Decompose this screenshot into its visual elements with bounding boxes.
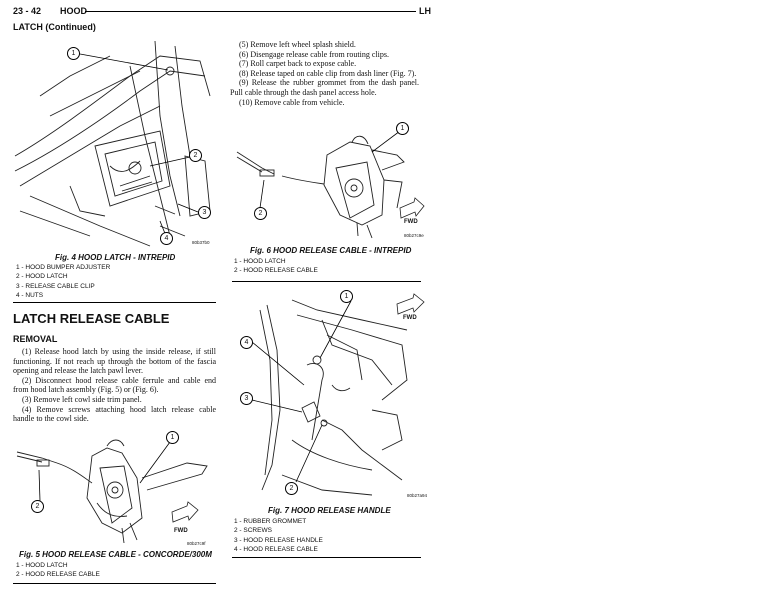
fig7-legend-item: 4 - HOOD RELEASE CABLE bbox=[234, 545, 318, 553]
right-steps: (5) Remove left wheel splash shield. (6)… bbox=[230, 40, 419, 107]
fig4-rule bbox=[13, 302, 216, 303]
fig5-callout-1: 1 bbox=[166, 431, 179, 444]
fig5-id: 80b27c9f bbox=[187, 541, 206, 546]
removal-step: (5) Remove left wheel splash shield. bbox=[239, 40, 356, 49]
fig6-id: 80b27c9e bbox=[404, 233, 424, 238]
fig4-legend-item: 1 - HOOD BUMPER ADJUSTER bbox=[16, 264, 111, 271]
removal-step: (9) Release the rubber grommet from the … bbox=[230, 78, 419, 97]
fig6-illustration bbox=[236, 130, 425, 239]
fig7-rule bbox=[232, 557, 421, 558]
section-name: HOOD bbox=[60, 6, 87, 16]
fig6-rule bbox=[232, 281, 421, 282]
fig6-caption: Fig. 6 HOOD RELEASE CABLE - INTREPID bbox=[250, 246, 412, 255]
page-subtitle: LATCH (Continued) bbox=[13, 22, 96, 32]
removal-step: (8) Release taped on cable clip from das… bbox=[239, 68, 417, 78]
fig5-caption: Fig. 5 HOOD RELEASE CABLE - CONCORDE/300… bbox=[19, 550, 212, 559]
fig4-legend-item: 4 - NUTS bbox=[16, 291, 44, 299]
fig7-legend-item: 3 - HOOD RELEASE HANDLE bbox=[234, 536, 323, 544]
fig6-fwd-label: FWD bbox=[404, 219, 418, 225]
removal-step: (7) Roll carpet back to expose cable. bbox=[239, 59, 357, 69]
fig6-legend-item: 2 - HOOD RELEASE CABLE bbox=[234, 267, 318, 275]
removal-step: (6) Disengage release cable from routing… bbox=[239, 49, 389, 59]
fig4-illustration bbox=[14, 40, 211, 247]
removal-steps: (1) Release hood latch by using the insi… bbox=[13, 347, 216, 424]
fig7-fwd-label: FWD bbox=[403, 315, 417, 321]
fig6-callout-2: 2 bbox=[254, 207, 267, 220]
fig6-legend-item: 1 - HOOD LATCH bbox=[234, 258, 286, 265]
fig4-id: 80b37b0 bbox=[192, 240, 210, 245]
variant-label: LH bbox=[419, 6, 431, 16]
fig4-legend-item: 3 - RELEASE CABLE CLIP bbox=[16, 282, 95, 290]
fig5-legend-item: 2 - HOOD RELEASE CABLE bbox=[16, 571, 100, 579]
fig4-caption: Fig. 4 HOOD LATCH - INTREPID bbox=[55, 253, 176, 262]
removal-step: (4) Remove screws attaching hood latch r… bbox=[13, 404, 216, 424]
fig4-callout-1: 1 bbox=[67, 47, 80, 60]
removal-step: (3) Remove left cowl side trim panel. bbox=[22, 394, 142, 404]
fig7-id: 80b27a94 bbox=[407, 493, 428, 498]
fig7-callout-1: 1 bbox=[340, 290, 353, 303]
fig7-callout-3: 3 bbox=[240, 392, 253, 405]
removal-heading: REMOVAL bbox=[13, 334, 58, 344]
fig4-callout-2: 2 bbox=[189, 149, 202, 162]
fig7-legend: 1 - RUBBER GROMMET 2 - SCREWS 3 - HOOD R… bbox=[234, 517, 323, 554]
fig5-legend: 1 - HOOD LATCH 2 - HOOD RELEASE CABLE bbox=[16, 561, 100, 580]
page-number: 23 - 42 bbox=[13, 6, 42, 16]
fig7-legend-item: 2 - SCREWS bbox=[234, 527, 272, 535]
fig5-illustration bbox=[16, 439, 208, 544]
fig7-callout-2: 2 bbox=[285, 482, 298, 495]
header-rule bbox=[85, 11, 416, 12]
fig4-callout-4: 4 bbox=[160, 232, 173, 245]
removal-step: (1) Release hood latch by using the insi… bbox=[13, 347, 216, 376]
fig4-legend: 1 - HOOD BUMPER ADJUSTER 2 - HOOD LATCH … bbox=[16, 263, 110, 300]
fig6-callout-1: 1 bbox=[396, 122, 409, 135]
fig4-callout-3: 3 bbox=[198, 206, 211, 219]
fig7-legend-item: 1 - RUBBER GROMMET bbox=[234, 518, 307, 525]
fig5-callout-2: 2 bbox=[31, 500, 44, 513]
fig7-callout-4: 4 bbox=[240, 336, 253, 349]
fig7-illustration bbox=[251, 293, 425, 496]
removal-step: (2) Disconnect hood release cable ferrul… bbox=[13, 375, 216, 395]
fig5-rule bbox=[13, 583, 216, 584]
fig7-caption: Fig. 7 HOOD RELEASE HANDLE bbox=[268, 506, 391, 515]
section-title: LATCH RELEASE CABLE bbox=[13, 311, 170, 326]
removal-step: (10) Remove cable from vehicle. bbox=[239, 97, 345, 107]
fig5-fwd-label: FWD bbox=[174, 528, 188, 534]
fig6-legend: 1 - HOOD LATCH 2 - HOOD RELEASE CABLE bbox=[234, 257, 318, 276]
fig5-legend-item: 1 - HOOD LATCH bbox=[16, 562, 68, 569]
fig4-legend-item: 2 - HOOD LATCH bbox=[16, 273, 68, 281]
